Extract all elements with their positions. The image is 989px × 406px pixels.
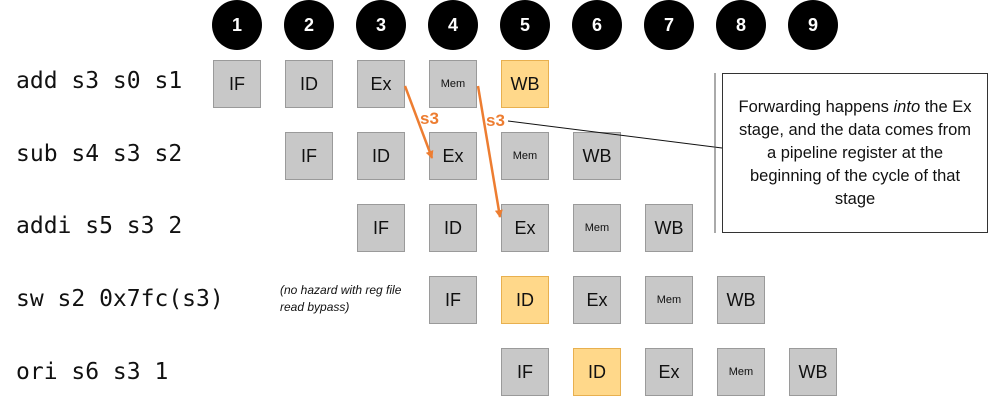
stage-id-highlighted: ID <box>573 348 621 396</box>
cycle-5-marker: 5 <box>500 0 550 50</box>
stage-wb: WB <box>789 348 837 396</box>
stage-mem: Mem <box>573 204 621 252</box>
cycle-4-marker: 4 <box>428 0 478 50</box>
explanation-emphasis: into <box>893 97 921 116</box>
stage-mem: Mem <box>645 276 693 324</box>
cycle-number: 5 <box>519 14 530 35</box>
explanation-text-start: Forwarding happens <box>738 97 894 116</box>
cycle-number: 9 <box>807 14 818 35</box>
cycle-number: 6 <box>591 14 602 35</box>
explanation-text: Forwarding happens into the Ex stage, an… <box>733 96 977 211</box>
stage-ex: Ex <box>357 60 405 108</box>
instruction-addi: addi s5 s3 2 <box>16 213 183 239</box>
stage-id: ID <box>429 204 477 252</box>
stage-ex: Ex <box>573 276 621 324</box>
cycle-6-marker: 6 <box>572 0 622 50</box>
instruction-ori: ori s6 s3 1 <box>16 359 169 385</box>
stage-mem: Mem <box>501 132 549 180</box>
forwarding-label-s3: s3 <box>420 109 439 128</box>
stage-mem: Mem <box>429 60 477 108</box>
instruction-sub: sub s4 s3 s2 <box>16 141 183 167</box>
stage-id: ID <box>357 132 405 180</box>
cycle-number: 7 <box>663 14 674 35</box>
explanation-text-end: the Ex stage, and the data comes from a … <box>738 97 972 208</box>
instruction-sw: sw s2 0x7fc(s3) <box>16 286 224 312</box>
explanation-callout: Forwarding happens into the Ex stage, an… <box>722 73 988 233</box>
cycle-1-marker: 1 <box>212 0 262 50</box>
hazard-note: (no hazard with reg file read bypass) <box>280 283 402 314</box>
stage-ex: Ex <box>501 204 549 252</box>
stage-wb: WB <box>645 204 693 252</box>
stage-wb-highlighted: WB <box>501 60 549 108</box>
stage-id: ID <box>285 60 333 108</box>
stage-mem: Mem <box>717 348 765 396</box>
stage-if: IF <box>357 204 405 252</box>
stage-if: IF <box>213 60 261 108</box>
cycle-number: 2 <box>303 14 314 35</box>
cycle-3-marker: 3 <box>356 0 406 50</box>
stage-if: IF <box>429 276 477 324</box>
stage-if: IF <box>285 132 333 180</box>
forwarding-arrow-mem-to-ex <box>476 85 503 218</box>
forwarding-label-s3: s3 <box>486 111 505 130</box>
stage-id-highlighted: ID <box>501 276 549 324</box>
stage-wb: WB <box>573 132 621 180</box>
stage-wb: WB <box>717 276 765 324</box>
instruction-add: add s3 s0 s1 <box>16 68 183 94</box>
cycle-9-marker: 9 <box>788 0 838 50</box>
cycle-7-marker: 7 <box>644 0 694 50</box>
forwarding-arrow-ex-to-ex <box>403 85 434 159</box>
stage-ex: Ex <box>645 348 693 396</box>
cycle-number: 3 <box>375 14 386 35</box>
cycle-8-marker: 8 <box>716 0 766 50</box>
cycle-2-marker: 2 <box>284 0 334 50</box>
cycle-number: 1 <box>231 14 242 35</box>
callout-connector-line <box>507 120 723 149</box>
stage-ex: Ex <box>429 132 477 180</box>
cycle-number: 4 <box>447 14 458 35</box>
cycle-number: 8 <box>735 14 746 35</box>
stage-if: IF <box>501 348 549 396</box>
